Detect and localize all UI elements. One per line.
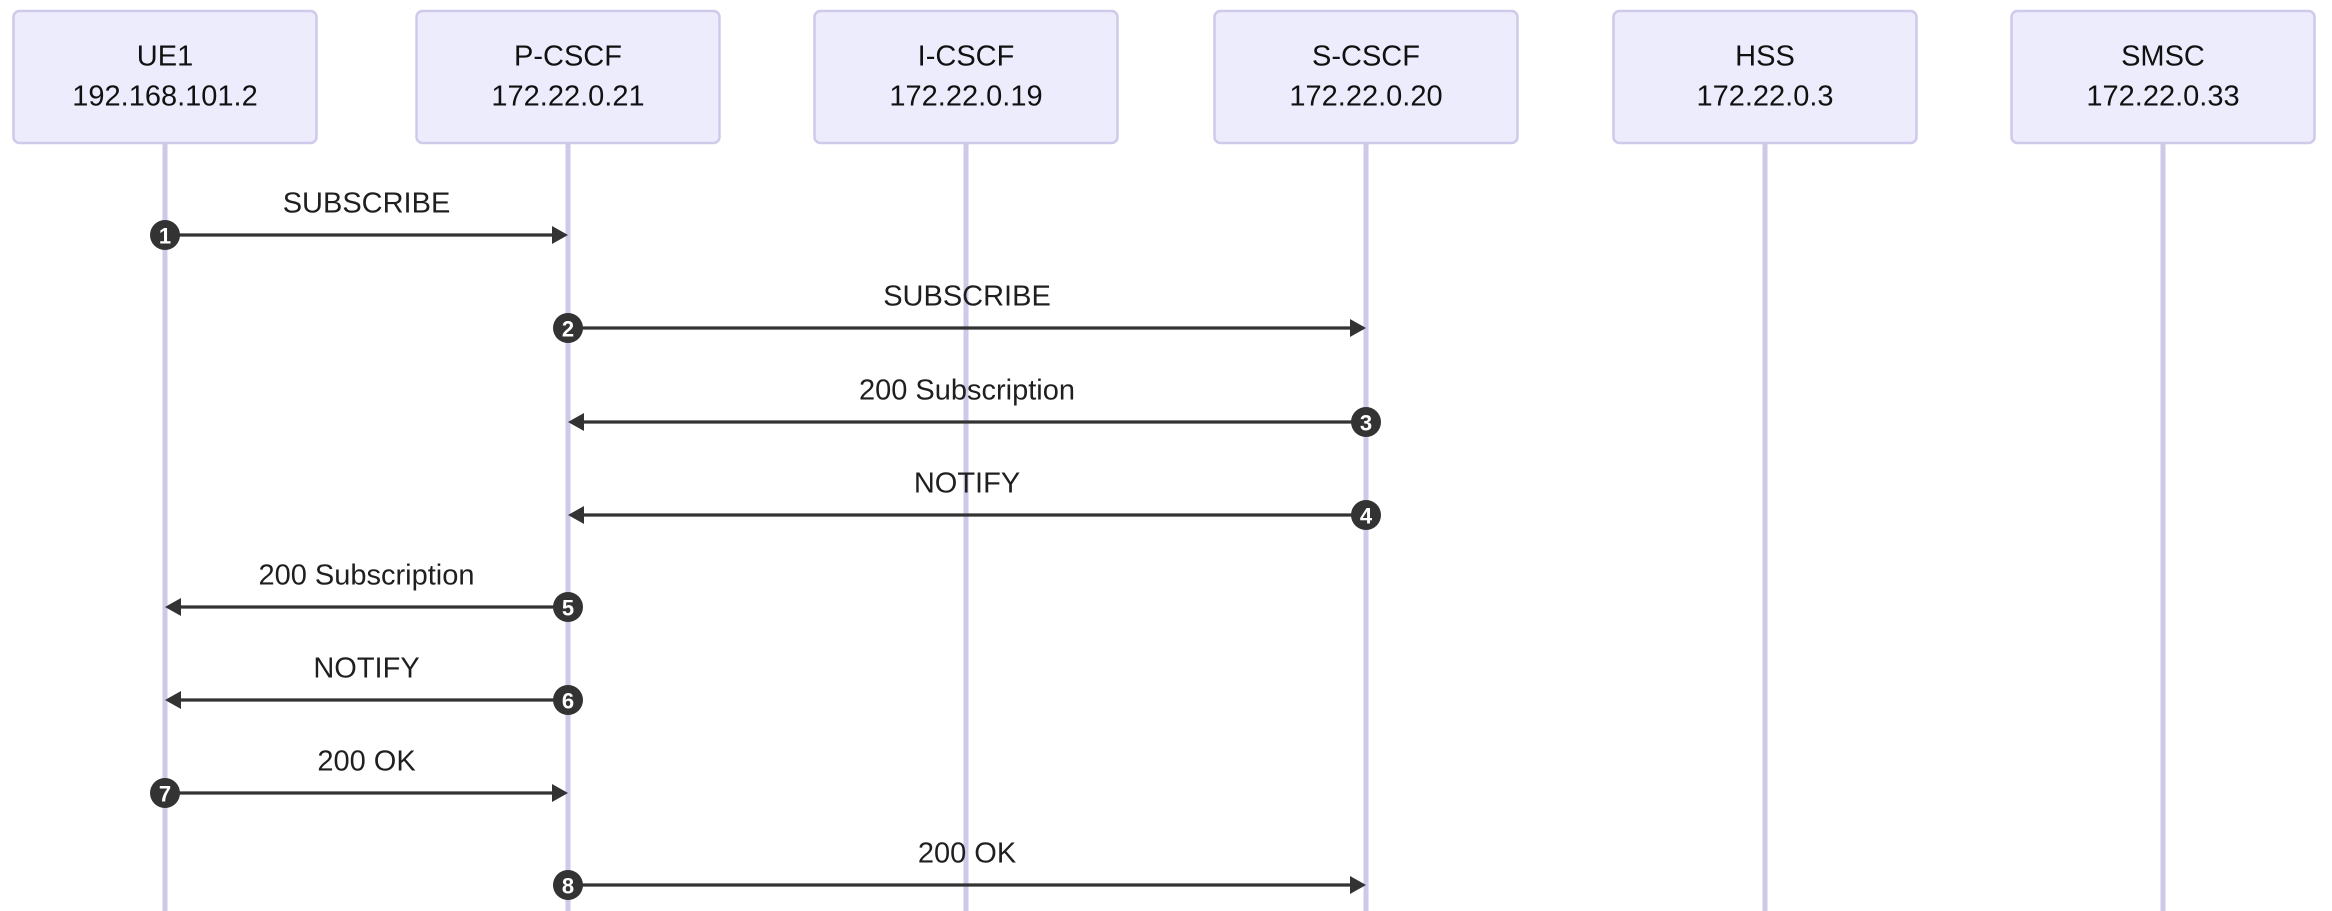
message-label-5: 200 Subscription (258, 560, 474, 592)
message-label-7: 200 OK (317, 746, 416, 778)
participant-address-pcscf: 172.22.0.21 (491, 81, 644, 113)
participant-name-scscf: S-CSCF (1312, 41, 1420, 73)
participant-box-scscf[interactable] (1213, 9, 1519, 145)
actors-layer: UE1 192.168.101.2 P-CSCF 172.22.0.21 I-CSCF 1… (12, 9, 2316, 145)
participant-address-smsc: 172.22.0.33 (2086, 81, 2239, 113)
participant-address-icscf: 172.22.0.19 (889, 81, 1042, 113)
participant-address-hss: 172.22.0.3 (1696, 81, 1833, 113)
participant-scscf[interactable]: S-CSCF 172.22.0.20 (1213, 9, 1519, 145)
message-4[interactable]: NOTIFY 4 (568, 468, 1381, 530)
sequence-badge-4[interactable] (1351, 500, 1381, 530)
sequence-badge-label-4: 4 (1360, 504, 1373, 529)
message-label-4: NOTIFY (914, 468, 1020, 500)
participant-box-icscf[interactable] (813, 9, 1119, 145)
sequence-badge-label-5: 5 (562, 596, 574, 621)
sequence-badge-1[interactable] (150, 220, 180, 250)
sequence-badge-label-6: 6 (562, 689, 574, 714)
sequence-badge-3[interactable] (1351, 407, 1381, 437)
participant-pcscf[interactable]: P-CSCF 172.22.0.21 (415, 9, 721, 145)
sequence-badge-label-3: 3 (1360, 411, 1372, 436)
sequence-badge-label-7: 7 (159, 782, 171, 807)
participant-smsc[interactable]: SMSC 172.22.0.33 (2010, 9, 2316, 145)
message-7[interactable]: 200 OK 7 (150, 746, 568, 808)
sequence-badge-label-8: 8 (562, 874, 574, 899)
participant-name-pcscf: P-CSCF (514, 41, 622, 73)
message-arrowhead-4 (568, 506, 584, 524)
message-label-3: 200 Subscription (859, 375, 1075, 407)
message-arrowhead-7 (552, 784, 568, 802)
message-label-6: NOTIFY (313, 653, 419, 685)
message-arrowhead-2 (1350, 319, 1366, 337)
sequence-badge-7[interactable] (150, 778, 180, 808)
participant-box-pcscf[interactable] (415, 9, 721, 145)
message-1[interactable]: SUBSCRIBE 1 (150, 188, 568, 250)
participant-ue1[interactable]: UE1 192.168.101.2 (12, 9, 318, 145)
message-arrowhead-8 (1350, 876, 1366, 894)
sequence-badge-2[interactable] (553, 313, 583, 343)
message-2[interactable]: SUBSCRIBE 2 (553, 281, 1366, 343)
sequence-badge-label-2: 2 (562, 317, 574, 342)
participant-name-smsc: SMSC (2121, 41, 2205, 73)
message-6[interactable]: NOTIFY 6 (165, 653, 583, 715)
participant-address-scscf: 172.22.0.20 (1289, 81, 1442, 113)
participant-address-ue1: 192.168.101.2 (72, 81, 257, 113)
message-arrowhead-1 (552, 226, 568, 244)
message-label-2: SUBSCRIBE (883, 281, 1051, 313)
sequence-badge-5[interactable] (553, 592, 583, 622)
message-arrowhead-3 (568, 413, 584, 431)
participant-icscf[interactable]: I-CSCF 172.22.0.19 (813, 9, 1119, 145)
message-arrowhead-5 (165, 598, 181, 616)
message-label-1: SUBSCRIBE (283, 188, 451, 220)
sequence-badge-8[interactable] (553, 870, 583, 900)
participant-box-ue1[interactable] (12, 9, 318, 145)
message-arrowhead-6 (165, 691, 181, 709)
sequence-badge-label-1: 1 (159, 224, 171, 249)
message-3[interactable]: 200 Subscription 3 (568, 375, 1381, 437)
participant-box-smsc[interactable] (2010, 9, 2316, 145)
lifelines-layer (162, 143, 2166, 911)
participant-name-ue1: UE1 (137, 41, 193, 73)
participant-box-hss[interactable] (1612, 9, 1918, 145)
participant-name-hss: HSS (1735, 41, 1795, 73)
message-8[interactable]: 200 OK 8 (553, 838, 1366, 900)
message-label-8: 200 OK (918, 838, 1017, 870)
message-5[interactable]: 200 Subscription 5 (165, 560, 583, 622)
participant-name-icscf: I-CSCF (918, 41, 1015, 73)
participant-hss[interactable]: HSS 172.22.0.3 (1612, 9, 1918, 145)
sequence-badge-6[interactable] (553, 685, 583, 715)
